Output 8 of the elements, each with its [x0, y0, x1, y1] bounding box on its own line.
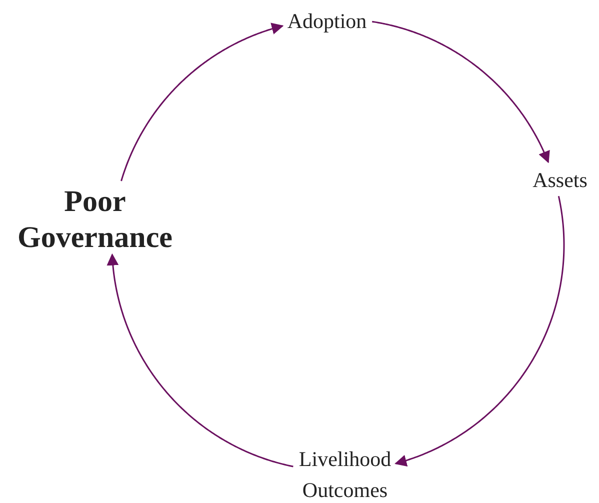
arrow — [106, 253, 294, 468]
arrow — [120, 22, 284, 182]
node-label: Adoption — [286, 8, 368, 35]
arrow — [372, 20, 550, 164]
node-label: Poor Governance — [16, 184, 174, 256]
node-label: Livelihood Outcomes — [298, 446, 392, 503]
arrow — [394, 196, 565, 466]
node-label: Assets — [532, 167, 588, 194]
